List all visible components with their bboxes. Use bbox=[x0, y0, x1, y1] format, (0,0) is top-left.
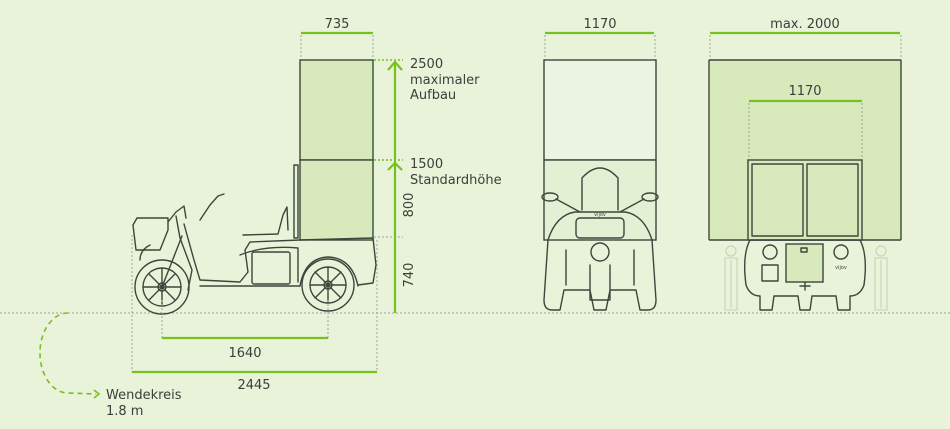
scooter-front-drawing: vijov bbox=[541, 167, 659, 311]
length-label: 2445 bbox=[237, 378, 270, 393]
front-width-label: 1170 bbox=[583, 17, 616, 32]
wheelbase-label: 1640 bbox=[228, 346, 261, 361]
rear-view: max. 2000 1170 vijov bbox=[708, 17, 902, 311]
deck-height-label: 740 bbox=[402, 263, 417, 288]
scooter-side-drawing bbox=[132, 164, 377, 315]
standard-cargo-doors bbox=[747, 159, 863, 241]
arrow-up-icon bbox=[387, 60, 403, 71]
box-height-label: 800 bbox=[402, 193, 417, 218]
front-standard-box bbox=[543, 159, 657, 241]
std-height-label: Standardhöhe bbox=[410, 173, 502, 188]
bollard-left bbox=[724, 245, 738, 311]
max-width-label: max. 2000 bbox=[770, 17, 840, 32]
turning-value: 1.8 m bbox=[106, 404, 143, 419]
max-height-label-1: maximaler bbox=[410, 73, 480, 88]
box-width-label: 735 bbox=[325, 17, 350, 32]
turning-label: Wendekreis bbox=[106, 388, 182, 403]
turning-radius-arc bbox=[39, 312, 97, 395]
front-max-box bbox=[543, 59, 657, 161]
side-view: 735 2500 maximaler Aufbau 1500 Standardh… bbox=[39, 17, 502, 419]
rear-brand-logo: vijov bbox=[835, 265, 847, 271]
front-brand-logo: vijov bbox=[594, 212, 606, 218]
bollard-right bbox=[874, 245, 888, 311]
arrow-up-icon bbox=[387, 161, 403, 171]
max-height-value: 2500 bbox=[410, 57, 443, 72]
std-height-value: 1500 bbox=[410, 157, 443, 172]
standard-cargo-box bbox=[299, 159, 374, 241]
arrow-right-icon bbox=[93, 389, 101, 399]
scooter-rear-drawing: vijov bbox=[743, 239, 867, 311]
inner-width-label: 1170 bbox=[788, 84, 821, 99]
max-height-label-2: Aufbau bbox=[410, 88, 456, 103]
rear-storage-box bbox=[785, 243, 824, 283]
front-view: 1170 vijov bbox=[541, 17, 659, 311]
max-cargo-box bbox=[299, 59, 374, 161]
